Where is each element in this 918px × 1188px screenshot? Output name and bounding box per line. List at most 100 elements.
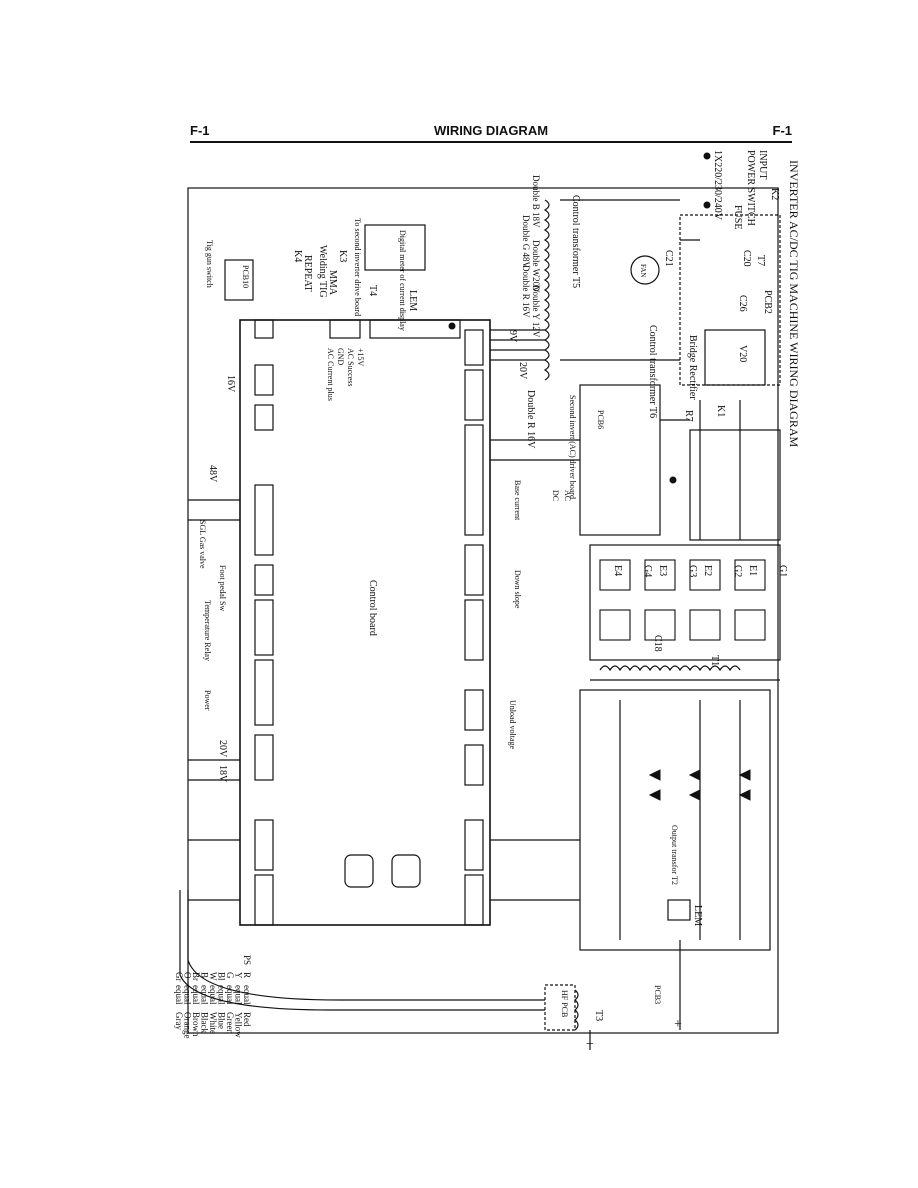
bridge-rectifier — [704, 329, 766, 386]
page-header: F-1 WIRING DIAGRAM F-1 — [190, 123, 792, 143]
pcb10-box — [224, 259, 254, 301]
pcb3-label: PCB3 — [653, 985, 662, 1004]
legend-equal: equal — [191, 985, 201, 1005]
legend-equal: equal — [217, 985, 227, 1005]
legend-color: Black — [200, 1012, 210, 1033]
control-transformer-t6: Control transformer T6 — [647, 325, 658, 418]
svg-text:E3: E3 — [657, 565, 668, 576]
pcb10-label: PCB10 — [241, 265, 250, 288]
bridge-rectifier-label: Bridge Rectifier — [687, 335, 698, 400]
plus-terminal: + — [674, 1017, 682, 1032]
digital-meter-label: Digital meter of current display — [398, 230, 407, 331]
c20-label: C20 — [741, 250, 752, 267]
igbt-area — [589, 544, 781, 661]
sgl-gas-valve: SGL Gas valve — [198, 520, 207, 569]
hf-pcb-label: HF PCB — [560, 990, 569, 1017]
t1-label: T1 — [709, 655, 720, 666]
r7-label: R7 — [683, 410, 694, 422]
ac-current-plus-label: AC Current plus — [326, 348, 335, 401]
welding-tig-label: Welding TIG — [317, 245, 328, 298]
color-legend: PS RequalRedYequalYellowGequalGreenBlequ… — [174, 955, 252, 1039]
base-current-label: Base current — [513, 480, 522, 521]
legend-color: Blue — [217, 1012, 227, 1029]
legend-equal: equal — [234, 985, 244, 1005]
to-second-inverter: To second inverter drive board — [353, 218, 362, 316]
c21-label: C21 — [663, 250, 674, 267]
t5-coil — [543, 199, 550, 381]
t4-label: T4 — [367, 285, 378, 296]
pcb6-label: PCB6 — [596, 410, 605, 429]
svg-text:G1: G1 — [777, 565, 788, 577]
k2-label: K2 — [769, 188, 780, 200]
control-board — [239, 319, 491, 926]
legend-code: B — [200, 972, 210, 978]
double-y12v: Double Y 12V — [531, 285, 541, 338]
output-board — [579, 689, 771, 951]
legend-color: Orange — [183, 1012, 193, 1039]
p15v-label: +15V — [356, 348, 365, 367]
c26-label: C26 — [737, 295, 748, 312]
second-invert-label: Second invert (AC) driver board — [568, 395, 577, 499]
t1-coil — [599, 665, 741, 672]
legend-code: Bl — [217, 972, 227, 981]
v18-label: 18V — [217, 765, 228, 783]
legend-code: G — [225, 972, 235, 979]
legend-code: W — [208, 972, 218, 981]
control-board-label: Control board — [367, 580, 378, 636]
legend-color: Brown — [191, 1012, 201, 1037]
power-label: Power — [203, 690, 212, 711]
pcb2-label: PCB2 — [762, 290, 773, 314]
mma-label: MMA — [327, 270, 338, 296]
ac-success-label: AC Success — [346, 348, 355, 386]
legend-code: R — [242, 972, 252, 978]
legend-color: White — [208, 1012, 218, 1034]
fuse-label: FUSE — [732, 205, 743, 229]
ac-label: AC — [563, 490, 572, 501]
output-transformer-label: Output transfor T2 — [670, 825, 679, 885]
svg-text:E1: E1 — [747, 565, 758, 576]
k3-label: K3 — [337, 250, 348, 262]
legend-color: Gray — [174, 1012, 184, 1030]
legend-equal: equal — [183, 985, 193, 1005]
t7-label: T7 — [755, 255, 766, 266]
lem-label: LEM — [407, 290, 418, 311]
legend-color: Yellow — [234, 1012, 244, 1038]
page-code-right: F-1 — [772, 123, 793, 138]
legend-equal: equal — [242, 985, 252, 1005]
legend-color: Red — [242, 1012, 252, 1027]
fan-label: FAN — [639, 264, 647, 277]
svg-text:E2: E2 — [702, 565, 713, 576]
tig-gun-switch: Tig gun switch — [205, 240, 214, 288]
k4-label: K4 — [292, 250, 303, 262]
foot-pedal-label: Foot pedal Sw — [218, 565, 227, 611]
outer-frame — [187, 187, 779, 1034]
c18-label: C18 — [652, 635, 663, 652]
legend-code: O — [183, 972, 193, 979]
legend-color: Green — [225, 1012, 235, 1034]
input-label: INPUT — [757, 150, 768, 179]
power-switch-label: POWER SWITCH — [745, 150, 756, 226]
double-b18v: Double B 18V — [531, 175, 541, 228]
double-w20v: Double W20V — [531, 240, 541, 293]
diagram-title: INVERTER AC/DC TIG MACHINE WIRING DIAGRA… — [787, 160, 801, 447]
svg-text:PS: PS — [242, 955, 252, 965]
t3-label: T3 — [593, 1010, 604, 1021]
page-title: WIRING DIAGRAM — [433, 123, 549, 138]
temperature-relay-label: Temperature Relay — [203, 600, 212, 661]
double-r16v-top: Double R 16V — [521, 265, 531, 318]
input-voltage-label: 1X220/230/240V — [712, 150, 723, 221]
svg-text:G2: G2 — [732, 565, 743, 577]
capacitor-bank — [689, 429, 781, 541]
minus-terminal: − — [586, 1037, 594, 1052]
legend-equal: equal — [200, 985, 210, 1005]
legend-code: Y — [234, 972, 244, 979]
double-g48v: Double G 48V — [521, 215, 531, 268]
legend-equal: equal — [174, 985, 184, 1005]
page-code-left: F-1 — [190, 123, 210, 138]
header-rule — [190, 141, 792, 143]
digital-meter — [364, 224, 426, 271]
v20-label: V20 — [737, 345, 748, 362]
legend-code: Gr — [174, 972, 184, 982]
v20-out-label: 20V — [517, 362, 528, 380]
